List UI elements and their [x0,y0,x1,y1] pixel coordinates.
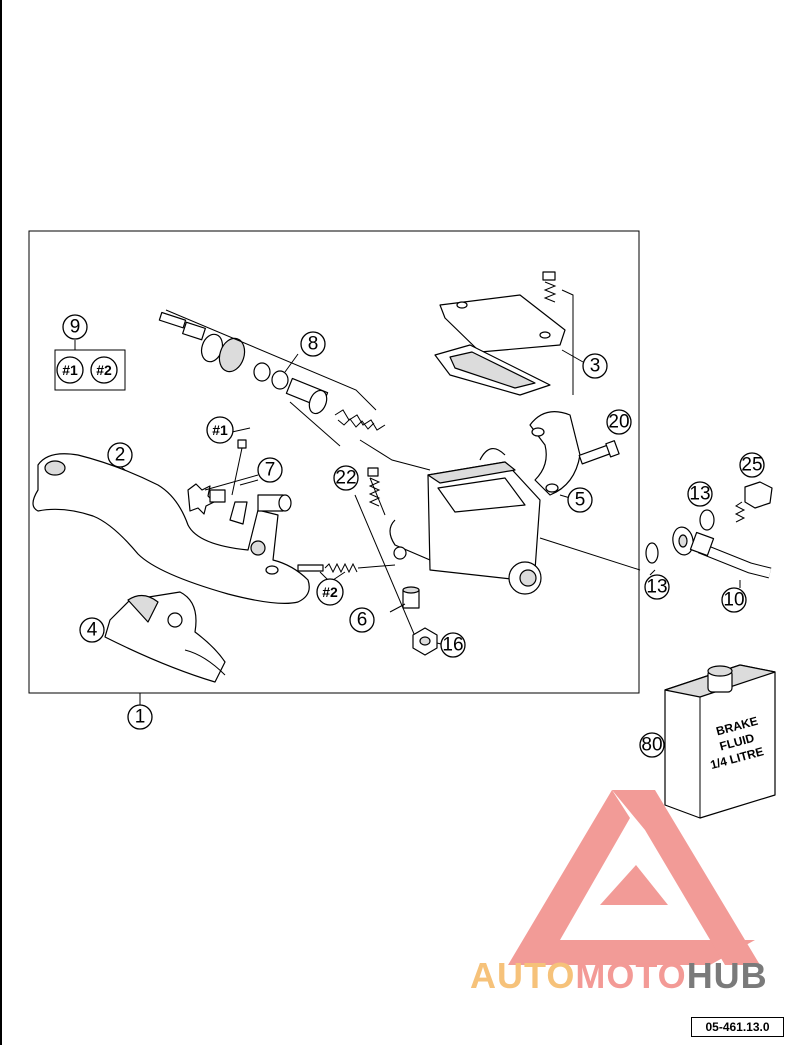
banjo-bolt [734,481,773,523]
callout-8: 8 [300,331,326,357]
sealing-washer-lower [645,542,659,564]
leader-7a [239,479,259,486]
watermark-moto: MOTO [575,955,687,996]
leader-6 [389,603,406,613]
leader-to-hose [539,537,641,571]
brake-hose [672,526,772,579]
watermark-text: AUTOMOTOHUB [470,955,768,997]
svg-text:13: 13 [689,484,710,505]
svg-text:2: 2 [115,445,126,466]
svg-text:16: 16 [442,635,463,656]
leader-pin-axis [357,564,396,569]
brake-fluid-bottle: BRAKE FLUID 1/4 LITRE [664,664,776,819]
diagram-code: 05-461.13.0 [691,1017,784,1037]
sealing-washer-upper [699,509,715,531]
lock-nut [412,627,438,656]
callout-10: 10 [721,587,747,613]
svg-text:10: 10 [723,590,744,611]
leader-piston-axis-bottom [289,401,341,447]
adjuster-screw [231,439,247,496]
svg-text:25: 25 [741,455,762,476]
leader-3 [561,349,584,363]
callout-7: 7 [257,457,283,483]
leader-m1 [231,427,251,433]
svg-text:20: 20 [608,412,629,433]
callout-2: 2 [107,442,133,468]
callout-20: 20 [606,409,632,435]
brake-lever [32,453,310,604]
callout-9: 9 [62,314,88,340]
leader-8 [284,353,299,373]
watermark-auto: AUTO [470,955,576,996]
callout-6: 6 [349,607,375,633]
leader-piston-axis-top [165,309,377,411]
callout-80: 80 [639,732,665,758]
marker-part-1: #1 [206,416,234,444]
lever-cover [104,591,226,683]
svg-text:9: 9 [70,317,81,338]
callout-16: 16 [440,632,466,658]
marker-part-2: #2 [316,578,344,606]
leader-3-screws [561,289,574,395]
marker-box-2: #2 [90,356,118,384]
callout-25: 25 [739,452,765,478]
callout-3: 3 [582,353,608,379]
watermark-hub: HUB [686,955,768,996]
watermark-logo [508,790,760,965]
spring-pin [297,562,358,574]
callout-13-upper: 13 [687,481,713,507]
bushing [402,586,420,609]
svg-text:7: 7 [265,460,276,481]
svg-text:#1: #1 [212,422,228,438]
assembly-frame [28,230,640,694]
leader-bolt-axis [354,494,421,649]
leader-body-axis [359,439,431,471]
svg-text:#2: #2 [96,362,112,378]
master-cylinder-body [389,448,542,595]
svg-text:5: 5 [575,490,586,511]
svg-text:22: 22 [335,468,356,489]
piston-kit [158,311,386,431]
svg-text:4: 4 [87,620,98,641]
svg-text:#2: #2 [322,584,338,600]
leader-7b [204,474,259,491]
svg-text:13: 13 [646,577,667,598]
marker-box-1: #1 [56,356,84,384]
handlebar-clamp [529,411,581,496]
callout-4: 4 [79,617,105,643]
svg-text:6: 6 [357,610,368,631]
callout-22: 22 [333,465,359,491]
reservoir-cap [434,271,566,396]
callout-5: 5 [567,487,593,513]
pivot-bolt [367,467,386,516]
callout-13-lower: 13 [644,574,670,600]
adjuster [187,483,292,525]
svg-text:3: 3 [590,356,601,377]
svg-text:80: 80 [641,735,662,756]
svg-text:#1: #1 [62,362,78,378]
svg-text:1: 1 [135,707,146,728]
callout-1: 1 [127,704,153,730]
svg-text:8: 8 [308,334,319,355]
clamp-screw [578,440,620,465]
leader-13b [649,569,656,576]
